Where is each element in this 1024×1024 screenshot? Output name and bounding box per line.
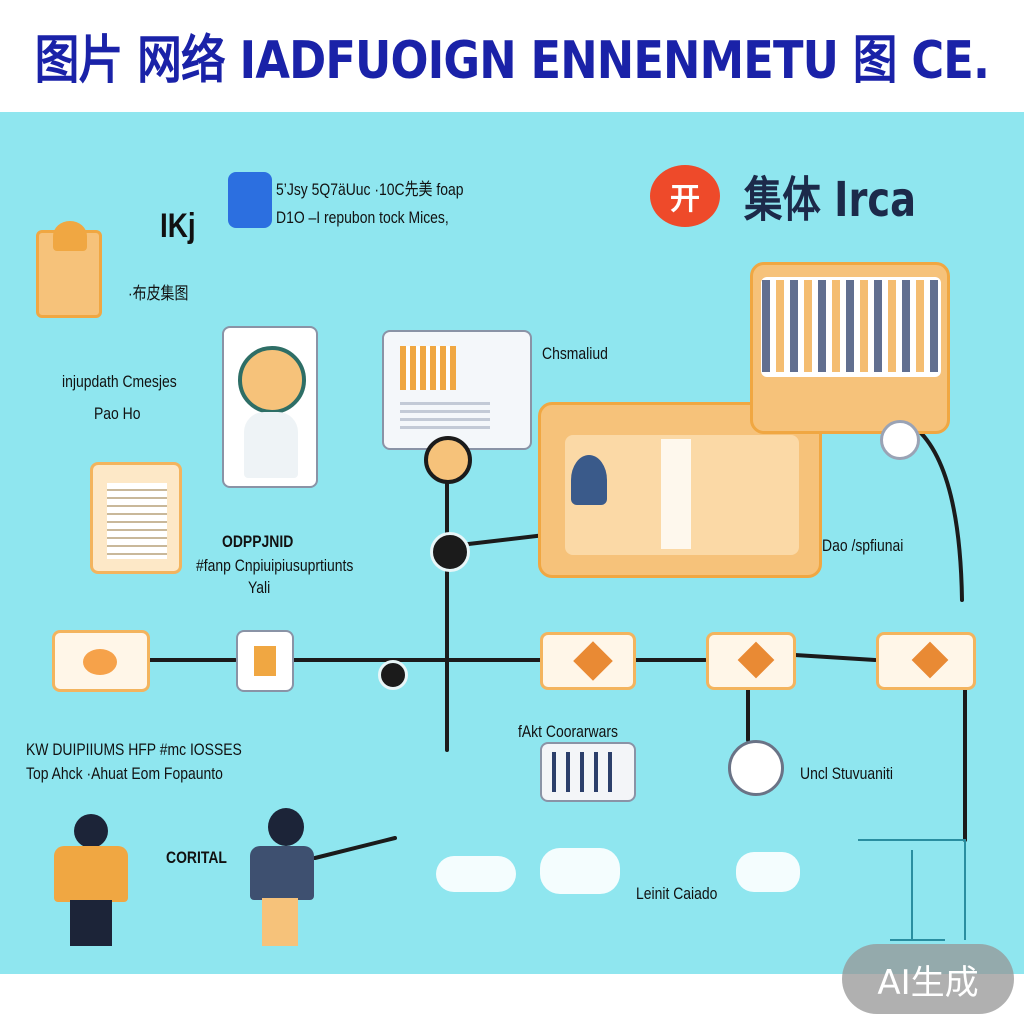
row-card-3 [540, 632, 636, 690]
left-group-2: Pao Ho [94, 404, 141, 423]
row-card-5 [876, 632, 976, 690]
link-person [313, 836, 397, 860]
middle-sub-1: #fanp Cnpiuipiusuprtiunts [196, 556, 354, 575]
stand-right [890, 850, 945, 941]
title-bar: 图片 网络 IADFUOIGN ENNENMETU 图 CE. [0, 0, 1024, 110]
node-row [378, 660, 408, 690]
person-1-body [54, 846, 128, 902]
top-note-2: D1O –I repubon tock Mices, [276, 208, 449, 227]
left-caption: ·布皮集图 [128, 284, 189, 303]
person-2-head [268, 808, 304, 846]
cloud-icon [540, 848, 620, 894]
portrait-avatar [238, 346, 306, 414]
right-caption: Dao /spfiunai [822, 536, 904, 555]
people-group-icon [228, 172, 272, 228]
schedule-grid [762, 280, 940, 372]
row-card-4 [706, 632, 796, 690]
bottom-center-2: Leinit Caiado [636, 884, 718, 903]
middle-sub-2: Yali [248, 578, 271, 597]
accent-badge: 开 [650, 165, 720, 227]
link-right-drop [916, 428, 964, 602]
row-card-2 [236, 630, 294, 692]
left-group-1: injupdath Cmesjes [62, 372, 177, 391]
person-1-head [74, 814, 108, 848]
person-1-legs [70, 900, 112, 946]
bottom-left-1: KW DUIPIIUMS HFP #mc IOSSES [26, 740, 242, 759]
cloud-icon [736, 852, 800, 892]
bottom-left-2: Top Ahck ·Ahuat Eom Fopaunto [26, 764, 223, 783]
dial-icon [880, 420, 920, 460]
logo-mark: IKj [160, 207, 196, 245]
middle-title: ODPPJNID [222, 532, 294, 551]
corital-label: CORITAL [166, 848, 227, 867]
ai-watermark: AI生成 [842, 944, 1014, 1014]
house-icon [36, 221, 102, 318]
node-clock [424, 436, 472, 484]
page-title: 图片 网络 IADFUOIGN ENNENMETU 图 CE. [34, 30, 990, 91]
cloud-icon [436, 856, 516, 892]
link-horizontal-row [148, 653, 877, 662]
bottom-center: fAkt Coorarwars [518, 722, 618, 741]
monitor-panel [382, 330, 532, 450]
node-mid [430, 532, 470, 572]
gauge-icon [728, 740, 784, 796]
bottom-right: Uncl Stuvuaniti [800, 764, 893, 783]
document-icon [90, 462, 182, 574]
link-bottom-right [858, 839, 966, 940]
worker-icon [571, 455, 607, 505]
person-2-legs [262, 898, 298, 946]
top-note-1: 5’Jsy 5Q7äUuc ·10C先美 foap [276, 180, 464, 199]
row-card-1 [52, 630, 150, 692]
center-right-caption: Chsmaliud [542, 344, 608, 363]
section-title: 集体 Irca [744, 172, 917, 228]
person-2-body [250, 846, 314, 900]
machine-icon [540, 742, 636, 802]
link-to-panel [458, 533, 547, 547]
portrait-card [222, 326, 318, 488]
